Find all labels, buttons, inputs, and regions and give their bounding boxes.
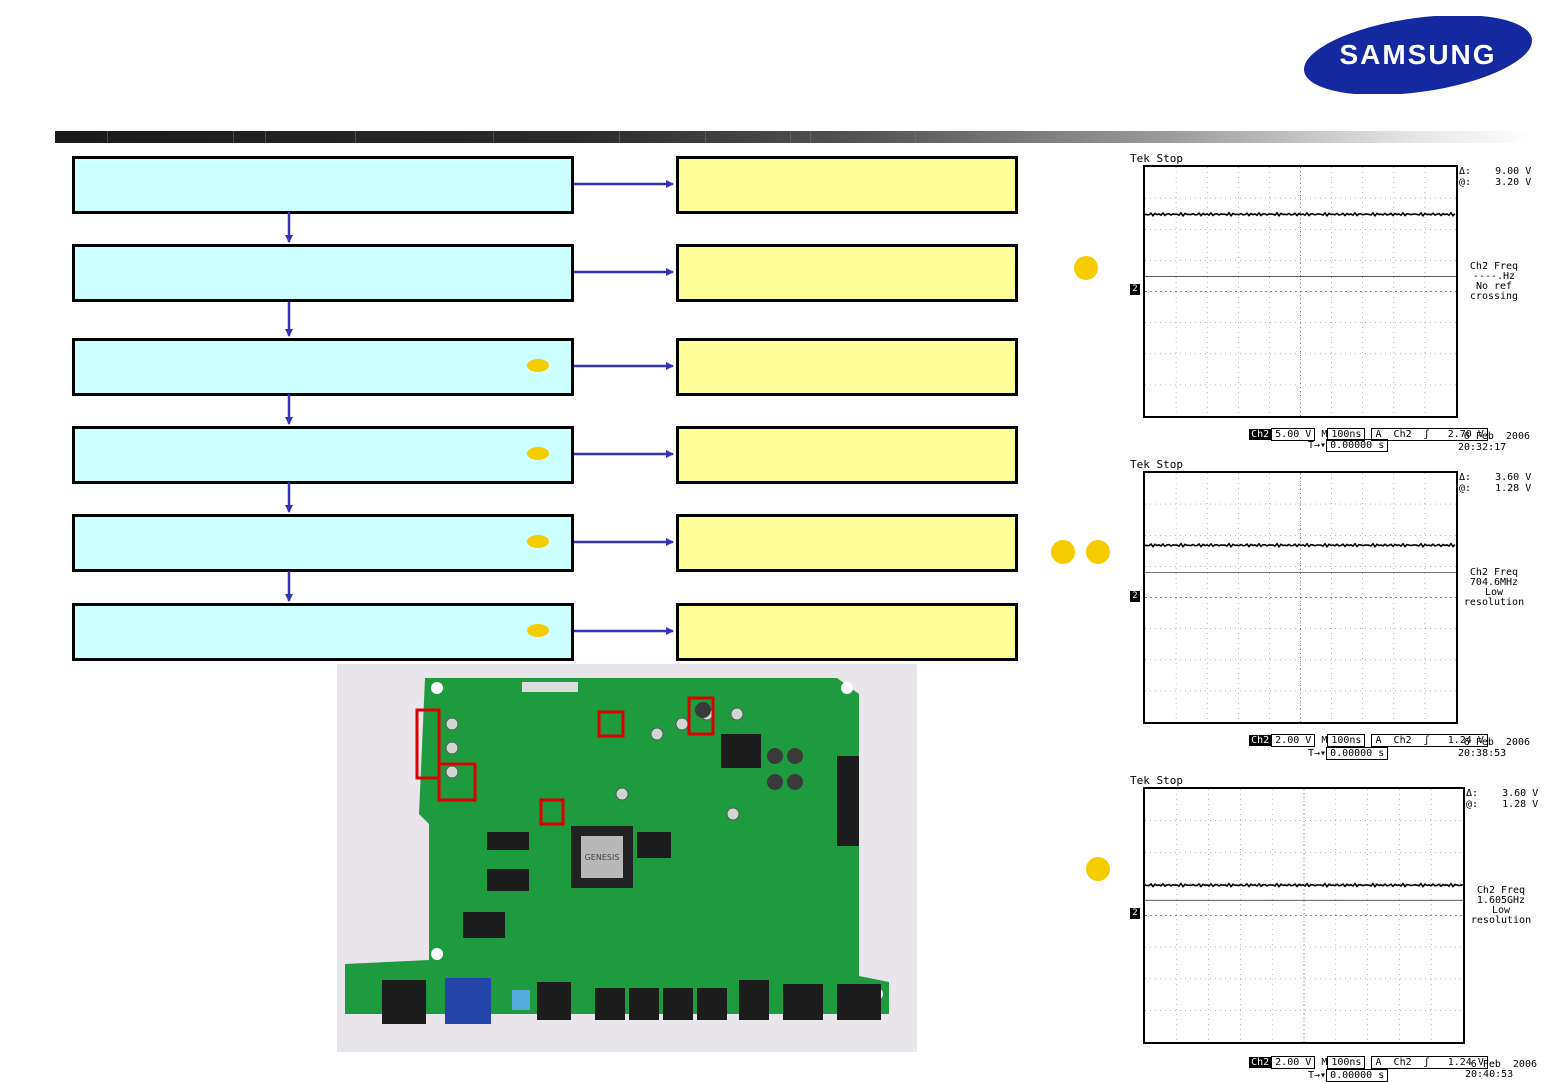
scope-header: Tek Stop — [1130, 774, 1183, 787]
at-reading: @: 1.28 V — [1466, 799, 1539, 810]
at-reading: @: 3.20 V — [1459, 177, 1532, 188]
trigger-position: T→▾0.00000 s — [1308, 747, 1389, 760]
scope-marker-d — [1086, 857, 1110, 881]
delta-reading: Δ: 3.60 V — [1466, 788, 1539, 799]
header-bar — [55, 131, 1535, 143]
marker-dot-4 — [527, 447, 549, 460]
highlight-box-4 — [687, 696, 715, 736]
marker-dot-5 — [527, 535, 549, 548]
capture-time: 20:40:53 — [1465, 1069, 1514, 1080]
result-box-1 — [676, 156, 1018, 214]
capture-date: 6 Feb 2006 — [1463, 737, 1530, 748]
capture-time: 20:38:53 — [1458, 748, 1507, 759]
graticule-svg — [1145, 167, 1456, 416]
delta-reading: Δ: 3.60 V — [1459, 472, 1532, 483]
scope-graticule — [1143, 165, 1458, 418]
at-reading: @: 1.28 V — [1459, 483, 1532, 494]
flow-step-5 — [72, 514, 574, 572]
graticule-svg — [1145, 789, 1463, 1042]
logo-text: SAMSUNG — [1339, 39, 1496, 70]
marker-dot-6 — [527, 624, 549, 637]
channel-2-marker: 2 — [1130, 908, 1140, 919]
scope-marker-a — [1074, 256, 1098, 280]
highlight-box-5 — [539, 798, 565, 826]
flow-step-2 — [72, 244, 574, 302]
flow-step-6 — [72, 603, 574, 661]
highlight-box-2 — [437, 762, 477, 802]
trigger-position: T→▾0.00000 s — [1308, 1069, 1389, 1082]
channel-2-marker: 2 — [1130, 284, 1140, 295]
capture-time: 20:32:17 — [1458, 442, 1507, 453]
trigger-position: T→▾0.00000 s — [1308, 439, 1389, 452]
capture-date: 6 Feb 2006 — [1463, 431, 1530, 442]
scope-marker-c — [1086, 540, 1110, 564]
scope-graticule — [1143, 471, 1458, 724]
result-box-6 — [676, 603, 1018, 661]
flow-step-1 — [72, 156, 574, 214]
scope-graticule — [1143, 787, 1465, 1044]
samsung-logo: SAMSUNG — [1304, 16, 1532, 94]
chip-label: GENESIS — [585, 853, 620, 862]
flow-step-4 — [72, 426, 574, 484]
result-box-2 — [676, 244, 1018, 302]
main-board-photo: GENESIS — [337, 664, 917, 1052]
delta-reading: Δ: 9.00 V — [1459, 166, 1532, 177]
graticule-svg — [1145, 473, 1456, 722]
highlight-box-3 — [597, 710, 625, 738]
flow-step-3 — [72, 338, 574, 396]
result-box-5 — [676, 514, 1018, 572]
result-box-3 — [676, 338, 1018, 396]
scope-header: Tek Stop — [1130, 458, 1183, 471]
highlight-box-1 — [415, 708, 441, 780]
capture-date: 6 Feb 2006 — [1470, 1059, 1537, 1070]
scope-marker-b — [1051, 540, 1075, 564]
channel-2-marker: 2 — [1130, 591, 1140, 602]
scope-header: Tek Stop — [1130, 152, 1183, 165]
marker-dot-3 — [527, 359, 549, 372]
result-box-4 — [676, 426, 1018, 484]
scope-capture-1: Tek Stop 2 Δ: 9.00 V @: 3.20 V Ch2 Freq-… — [1128, 152, 1538, 457]
